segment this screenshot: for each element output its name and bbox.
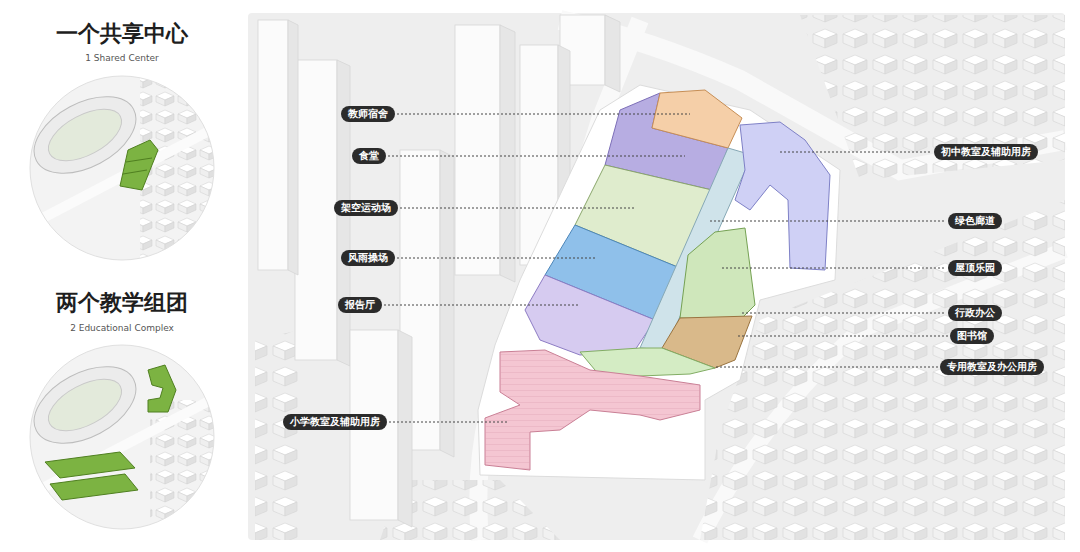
- callout-text: 小学教室及辅助用房: [290, 416, 380, 428]
- callout-text: 专用教室及办公用房: [947, 361, 1037, 373]
- residential-blocks: [800, 15, 1065, 180]
- leader-line: [384, 305, 578, 306]
- site-base: [478, 85, 840, 480]
- leader-line: [780, 152, 932, 153]
- leader-line: [716, 367, 938, 368]
- leader-line: [389, 422, 508, 423]
- callout-pill: 报告厅: [338, 297, 382, 313]
- callout-pill: 图书馆: [950, 328, 994, 344]
- callout-text: 风雨操场: [348, 252, 388, 264]
- map-ground: [248, 13, 1065, 540]
- leader-line: [738, 336, 948, 337]
- callout-text: 食堂: [359, 150, 379, 162]
- callout-pill: 专用教室及办公用房: [940, 359, 1044, 375]
- callout-text: 行政办公: [955, 307, 995, 319]
- leader-line: [722, 268, 946, 269]
- callout-text: 绿色廊道: [955, 215, 995, 227]
- callout-text: 图书馆: [957, 330, 987, 342]
- callout-text: 屋顶乐园: [955, 262, 995, 274]
- residential-blocks: [255, 330, 300, 540]
- leader-line: [400, 208, 635, 209]
- callout-pill: 风雨操场: [341, 250, 395, 266]
- callout-pill: 屋顶乐园: [948, 260, 1002, 276]
- callout-pill: 行政办公: [948, 305, 1002, 321]
- leader-line: [388, 156, 685, 157]
- shared-center-map: [20, 70, 230, 270]
- callout-pill: 绿色廊道: [948, 213, 1002, 229]
- educational-complex-map: [20, 340, 230, 540]
- section-heading: 两个教学组团: [56, 290, 188, 316]
- circle-frame: [30, 345, 214, 529]
- leader-line: [742, 313, 946, 314]
- callout-pill: 架空运动场: [334, 200, 398, 216]
- callout-text: 教师宿舍: [348, 108, 388, 120]
- callout-text: 报告厅: [345, 299, 375, 311]
- callout-text: 架空运动场: [341, 202, 391, 214]
- circle-frame: [30, 76, 214, 260]
- section-subheading: 2 Educational Complex: [70, 323, 174, 334]
- function-zones: [485, 90, 830, 470]
- callout-text: 初中教室及辅助用房: [941, 146, 1031, 158]
- callout-pill: 教师宿舍: [341, 106, 395, 122]
- leader-line: [710, 221, 946, 222]
- section-heading: 一个共享中心: [56, 21, 188, 47]
- leader-line: [397, 114, 690, 115]
- section-subheading: 1 Shared Center: [85, 53, 158, 64]
- callout-pill: 小学教室及辅助用房: [283, 414, 387, 430]
- callout-pill: 食堂: [352, 148, 386, 164]
- callout-pill: 初中教室及辅助用房: [934, 144, 1038, 160]
- leader-line: [397, 258, 595, 259]
